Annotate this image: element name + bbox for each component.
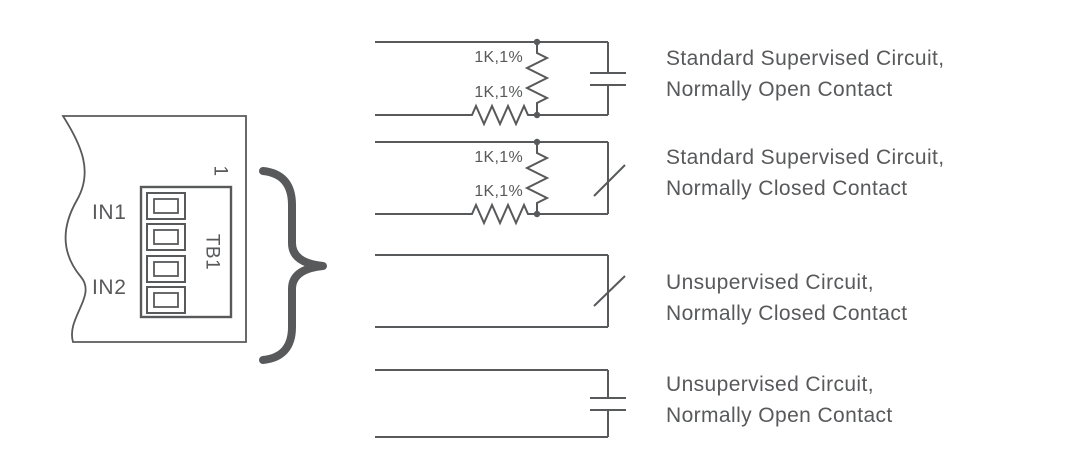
terminal-3-outer (146, 255, 186, 283)
terminal-4-outer (146, 286, 186, 314)
caption-line-1: Unsupervised Circuit, (666, 271, 874, 294)
terminal-2-inner (153, 229, 179, 245)
terminal-4-inner (153, 292, 179, 308)
circuit-standard-supervised-nc: 1K,1% 1K,1% Standard Supervised Circuit,… (375, 138, 945, 226)
bottom-wire-with-series-resistor (375, 202, 608, 226)
caption-line-1: Standard Supervised Circuit, (666, 146, 945, 169)
in2-label: IN2 (92, 276, 126, 299)
normally-closed-contact-icon (593, 142, 626, 214)
caption-line-1: Standard Supervised Circuit, (666, 47, 945, 70)
brace (259, 167, 327, 364)
parallel-resistor (524, 42, 550, 115)
terminal-block-label: TB1 (202, 234, 223, 270)
normally-open-contact-icon (590, 72, 626, 86)
pin1-label: 1 (210, 165, 231, 176)
terminal-3-inner (153, 261, 179, 277)
junction-dot-top (533, 38, 541, 46)
circuit-unsupervised-nc: Unsupervised Circuit, Normally Closed Co… (375, 254, 907, 328)
circuit-standard-supervised-no: 1K,1% 1K,1% Standard Supervised Circuit,… (375, 38, 945, 127)
resistor-label-1: 1K,1% (474, 149, 523, 166)
terminal-2-outer (146, 223, 186, 251)
bottom-wire-with-series-resistor (375, 103, 608, 127)
caption-line-2: Normally Closed Contact (666, 177, 907, 200)
terminal-block-outline (139, 185, 233, 319)
caption-line-2: Normally Closed Contact (666, 302, 907, 325)
resistor-label-2: 1K,1% (474, 84, 523, 101)
resistor-label-1: 1K,1% (474, 49, 523, 66)
parallel-resistor (524, 142, 550, 214)
caption-line-2: Normally Open Contact (666, 404, 893, 427)
junction-dot-bottom (533, 210, 541, 218)
terminal-1-inner (153, 198, 179, 214)
junction-dot-top (533, 138, 541, 146)
board-outline (61, 115, 247, 343)
in1-label: IN1 (92, 201, 126, 224)
caption-line-1: Unsupervised Circuit, (666, 373, 874, 396)
board-drawing: 1 TB1 IN1 IN2 (61, 115, 247, 343)
resistor-label-2: 1K,1% (474, 183, 523, 200)
terminal-1-outer (146, 192, 186, 220)
normally-closed-contact-icon (593, 255, 626, 327)
caption-line-2: Normally Open Contact (666, 78, 893, 101)
normally-open-contact-icon (590, 397, 626, 411)
circuit-unsupervised-no: Unsupervised Circuit, Normally Open Cont… (375, 369, 893, 438)
junction-dot-bottom (533, 111, 541, 119)
